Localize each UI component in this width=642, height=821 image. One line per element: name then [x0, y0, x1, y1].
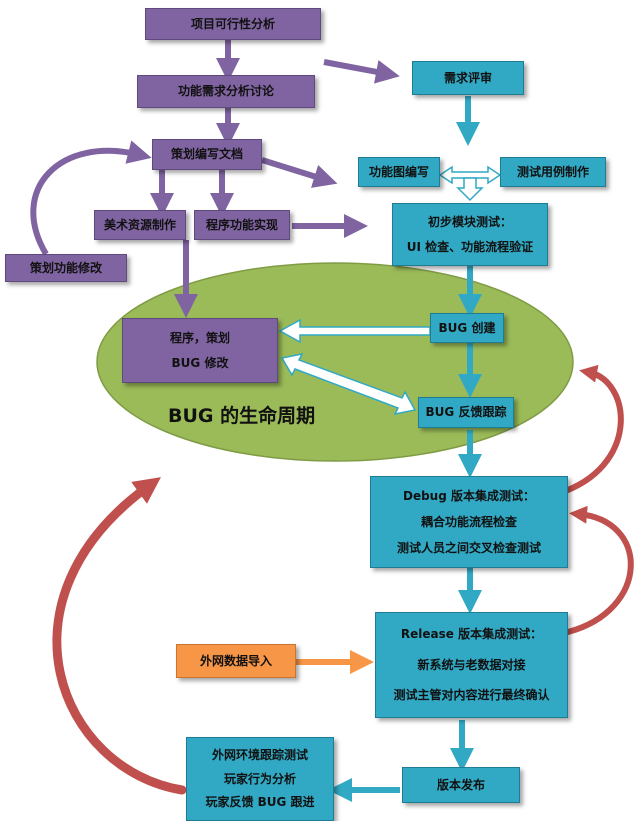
red-loop-external-to-ellipse: [52, 477, 187, 795]
node-debug-test: Debug 版本集成测试： 耦合功能流程检查 测试人员之间交叉检查测试: [370, 476, 568, 568]
node-plan-doc: 策划编写文档: [152, 139, 262, 170]
node-release-test: Release 版本集成测试： 新系统与老数据对接 测试主管对内容进行最终确认: [375, 612, 568, 718]
node-dev-fix: 程序，策划 BUG 修改: [122, 318, 278, 383]
bug-lifecycle-label: BUG 的生命周期: [168, 405, 316, 427]
hollow-arrow-bugcreate-to-devfix: [278, 318, 431, 344]
initial-test-line-2: UI 检查、功能流程验证: [406, 239, 534, 254]
node-plan-modify: 策划功能修改: [5, 254, 127, 282]
debug-test-line-1: Debug 版本集成测试：: [402, 488, 535, 503]
arrow-discussion-to-review: [323, 59, 400, 84]
node-test-cases: 测试用例制作: [500, 157, 606, 187]
node-req-discussion: 功能需求分析讨论: [137, 75, 315, 108]
external-track-line-3: 玩家反馈 BUG 跟进: [205, 795, 315, 810]
hollow-arrow-devfix-bugtrack: [280, 352, 417, 416]
arrow-modify-to-plan: [30, 140, 152, 256]
external-track-line-2: 玩家行为分析: [223, 771, 296, 786]
node-release: 版本发布: [402, 767, 520, 803]
dev-fix-line-1: 程序，策划: [169, 330, 230, 345]
node-feasibility: 项目可行性分析: [145, 8, 321, 40]
debug-test-line-2: 耦合功能流程检查: [420, 514, 517, 529]
arrow-plan-to-funcdiagram: [261, 157, 338, 188]
node-art-assets: 美术资源制作: [94, 210, 186, 240]
external-track-line-1: 外网环境跟踪测试: [211, 748, 308, 763]
red-loop-release-to-debug: [565, 505, 634, 635]
node-program-impl: 程序功能实现: [194, 210, 290, 240]
node-bug-track: BUG 反馈跟踪: [418, 397, 514, 428]
node-initial-test: 初步模块测试： UI 检查、功能流程验证: [392, 203, 548, 266]
dev-fix-line-2: BUG 修改: [171, 356, 229, 371]
node-func-diagram: 功能图编写: [358, 157, 440, 187]
hollow-arrow-to-initialtest: [456, 177, 484, 202]
initial-test-line-1: 初步模块测试：: [427, 215, 512, 230]
red-loop-debug-to-bugtrack: [565, 364, 624, 493]
release-test-line-1: Release 版本集成测试：: [400, 627, 543, 642]
debug-test-line-3: 测试人员之间交叉检查测试: [396, 540, 541, 555]
node-external-track: 外网环境跟踪测试 玩家行为分析 玩家反馈 BUG 跟进: [186, 737, 334, 821]
node-req-review: 需求评审: [412, 61, 524, 95]
release-test-line-2: 新系统与老数据对接: [417, 657, 526, 672]
node-external-import: 外网数据导入: [176, 644, 296, 678]
node-bug-create: BUG 创建: [430, 313, 504, 343]
release-test-line-3: 测试主管对内容进行最终确认: [393, 688, 550, 703]
